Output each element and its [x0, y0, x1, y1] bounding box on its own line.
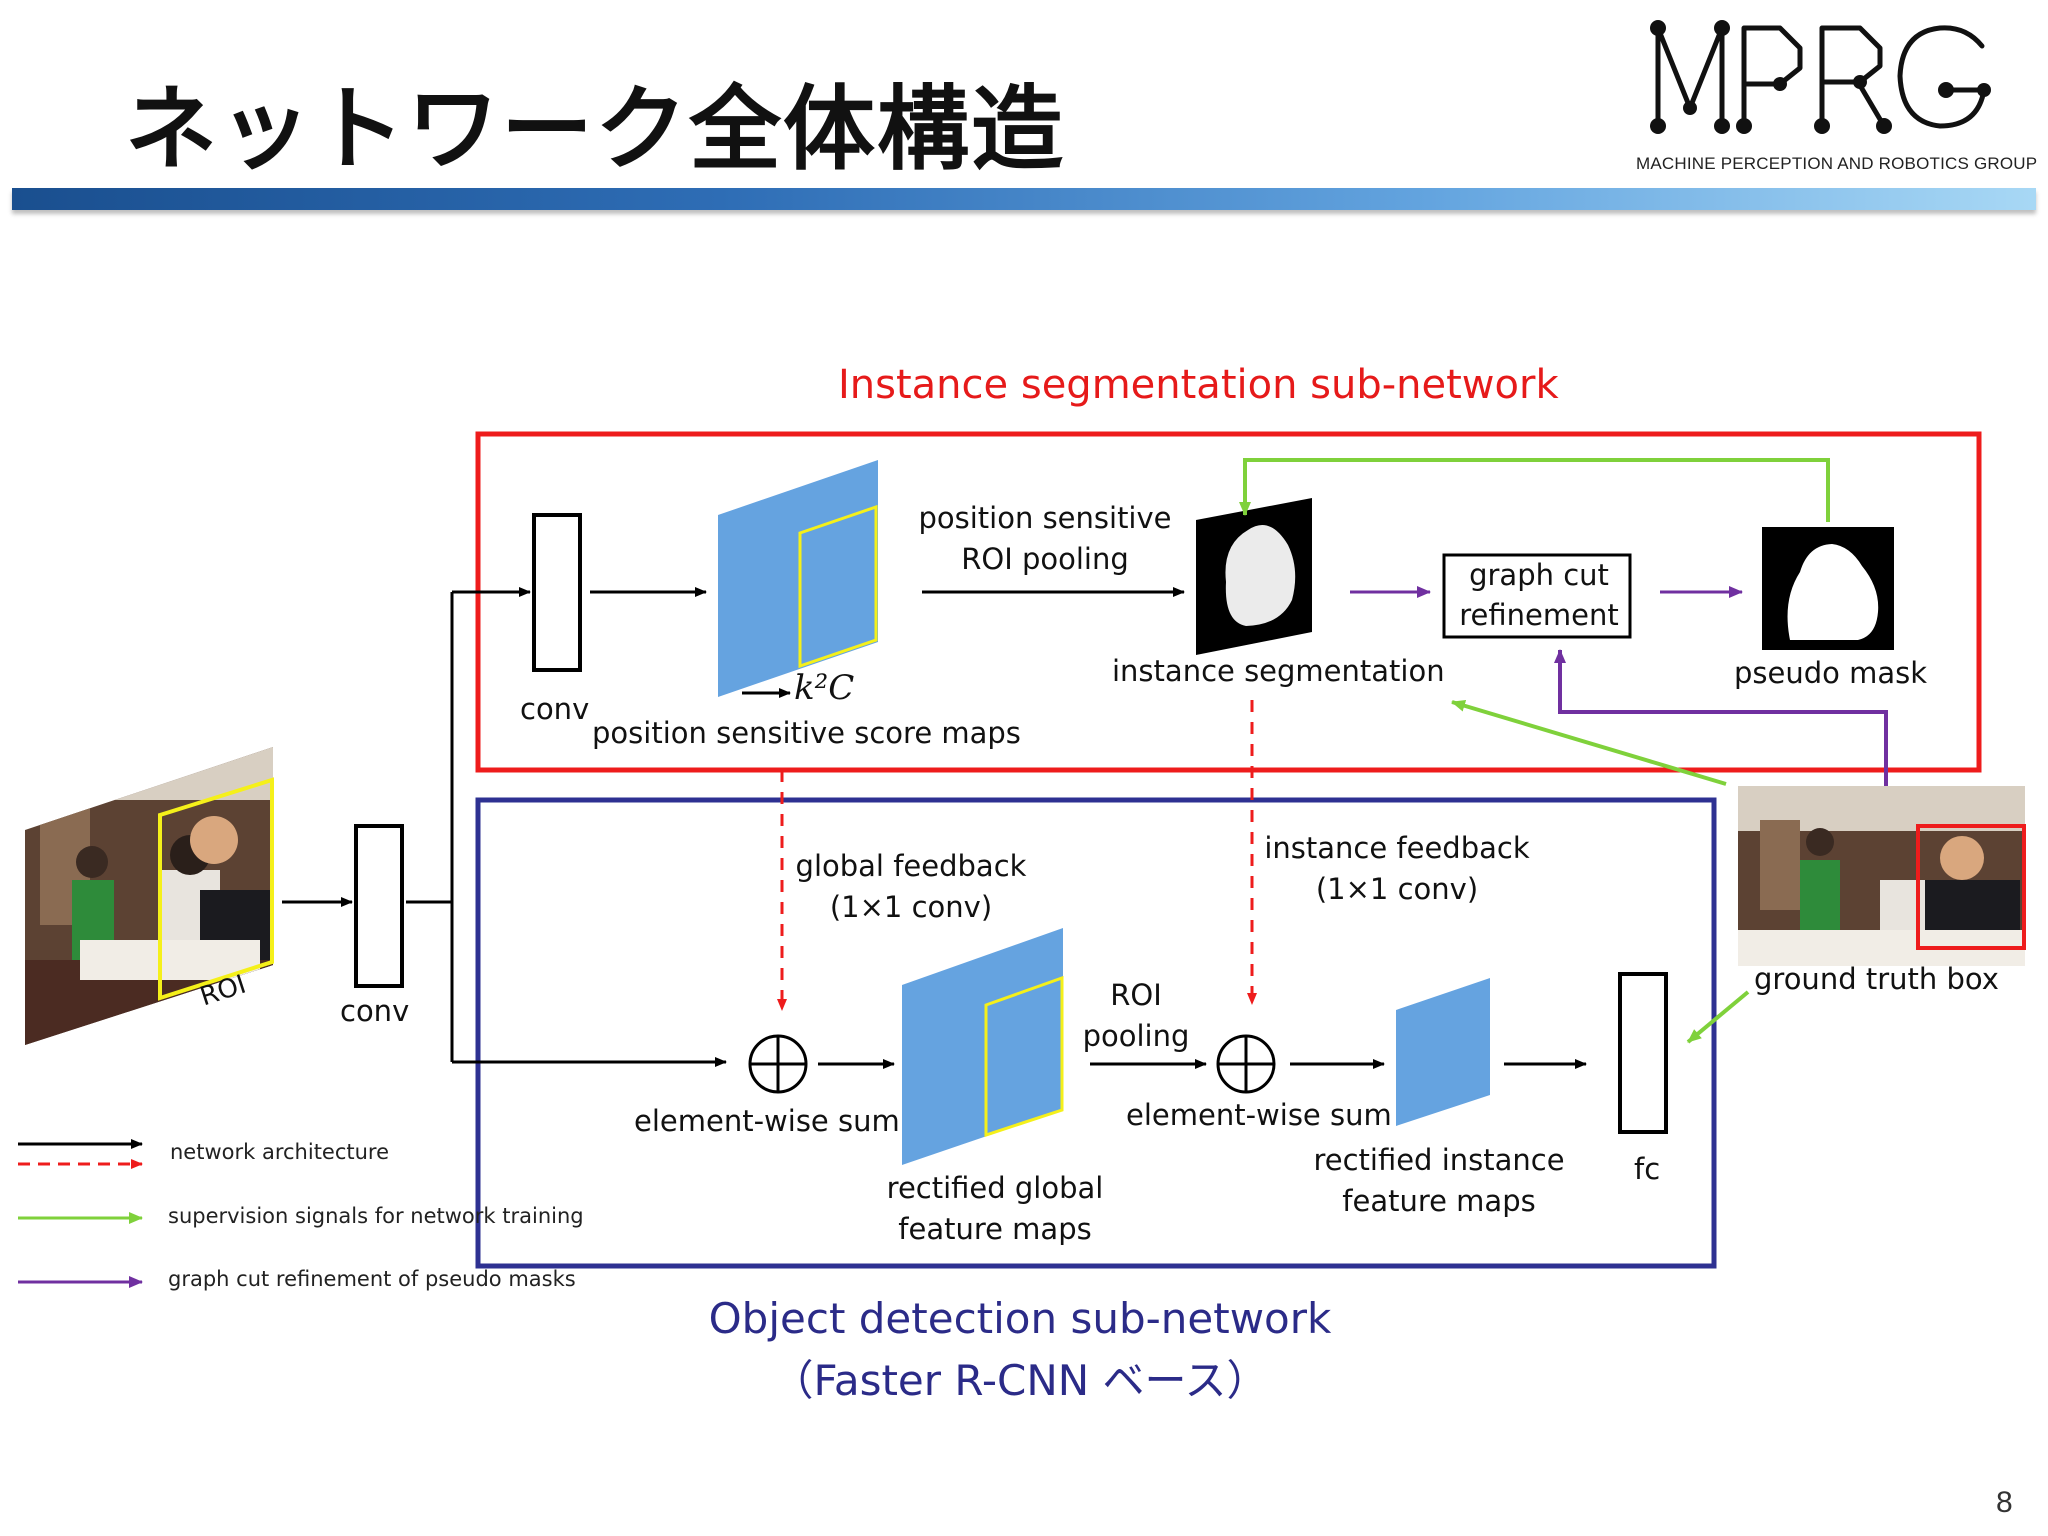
legend-graph-cut-refinement: graph cut refinement of pseudo masks	[168, 1267, 576, 1291]
object-detection-title-line2: （Faster R-CNN ベース）	[771, 1356, 1269, 1405]
conv-backbone-label: conv	[340, 994, 410, 1028]
logo-tagline: MACHINE PERCEPTION AND ROBOTICS GROUP	[1636, 154, 2038, 173]
object-detection-title-line1: Object detection sub-network	[708, 1294, 1332, 1343]
rectified-instance-line1: rectified instance	[1313, 1143, 1565, 1177]
input-photo	[25, 747, 273, 1045]
element-wise-sum-1-label: element-wise sum	[634, 1104, 900, 1138]
global-feedback-line2: (1×1 conv)	[829, 890, 993, 924]
instance-segmentation-label: instance segmentation	[1112, 654, 1445, 688]
instance-segmentation-mask	[1196, 498, 1312, 655]
ps-roi-pooling-line2: ROI pooling	[961, 542, 1129, 576]
slide-title: ネットワーク全体構造	[125, 76, 1066, 183]
instance-segmentation-box	[475, 431, 1982, 773]
legend-network-architecture: network architecture	[170, 1140, 390, 1164]
pseudo-mask-image	[1762, 527, 1894, 650]
position-sensitive-score-maps-label: position sensitive score maps	[592, 716, 1021, 750]
element-wise-sum-2-label: element-wise sum	[1126, 1098, 1392, 1132]
header-bar	[12, 188, 2036, 210]
conv-top-block	[532, 513, 582, 672]
graph-cut-line1: graph cut	[1469, 558, 1609, 592]
conv-top-label: conv	[520, 692, 590, 726]
fc-block	[1618, 972, 1668, 1134]
graph-cut-line2: refinement	[1459, 598, 1619, 632]
ground-truth-red-box	[1916, 824, 2026, 950]
roi-yellow-box	[158, 777, 274, 1001]
score-map-highlight	[798, 504, 878, 669]
instance-feedback-line1: instance feedback	[1264, 831, 1530, 865]
k2c-label: k²C	[794, 668, 855, 708]
pseudo-mask-label: pseudo mask	[1734, 656, 1928, 690]
rectified-global-label: rectified global feature maps	[870, 1168, 1120, 1250]
instance-feedback-line2: (1×1 conv)	[1315, 872, 1479, 906]
roi-pooling-label: ROI pooling	[1076, 975, 1196, 1057]
instance-segmentation-title: Instance segmentation sub-network	[838, 362, 1559, 408]
object-detection-box	[475, 797, 1717, 1269]
object-detection-title: Object detection sub-network （Faster R-C…	[660, 1288, 1380, 1412]
legend-supervision-signals: supervision signals for network training	[168, 1204, 584, 1228]
page-number: 8	[1996, 1486, 2013, 1519]
ground-truth-photo	[1738, 786, 2025, 966]
roi-pooling-line1: ROI	[1110, 978, 1162, 1012]
element-wise-sum-2	[1216, 1034, 1276, 1094]
rectified-global-line2: feature maps	[898, 1212, 1092, 1246]
rectified-global-line1: rectified global	[886, 1171, 1104, 1205]
rectified-global-highlight	[984, 975, 1064, 1138]
ps-roi-pooling-line1: position sensitive	[918, 501, 1172, 535]
element-wise-sum-1	[748, 1034, 808, 1094]
graph-cut-refinement-label: graph cut refinement	[1444, 555, 1634, 635]
rectified-instance-label: rectified instance feature maps	[1294, 1140, 1584, 1222]
conv-backbone-block	[354, 824, 404, 988]
ps-roi-pooling-label: position sensitive ROI pooling	[900, 498, 1190, 580]
global-feedback-line1: global feedback	[795, 849, 1027, 883]
position-sensitive-score-maps	[718, 460, 878, 697]
rectified-global-feature-maps	[902, 928, 1063, 1165]
graph-cut-refinement-box	[1442, 553, 1632, 639]
global-feedback-label: global feedback (1×1 conv)	[776, 846, 1046, 928]
ground-truth-box-label: ground truth box	[1754, 962, 1999, 996]
rectified-instance-feature-maps	[1396, 978, 1490, 1126]
mprg-logo	[1650, 20, 1991, 134]
rectified-instance-line2: feature maps	[1342, 1184, 1536, 1218]
roi-pooling-line2: pooling	[1082, 1019, 1190, 1053]
instance-feedback-label: instance feedback (1×1 conv)	[1262, 828, 1532, 910]
fc-label: fc	[1634, 1152, 1661, 1186]
